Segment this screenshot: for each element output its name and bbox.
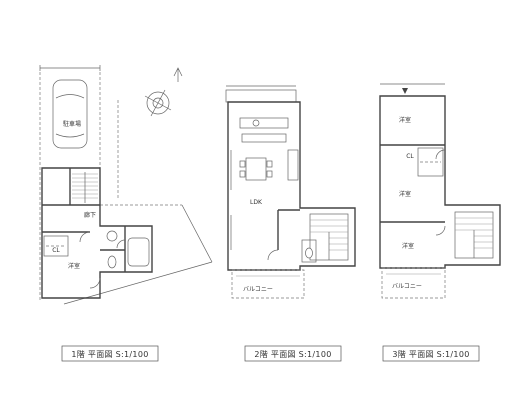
door-swing (435, 149, 446, 160)
floor-title-1f: 1階 平面図 S:1/100 (71, 349, 148, 359)
building-outline-3f (379, 95, 501, 269)
balcony-label-2f: バルコニー (243, 286, 273, 293)
sink (252, 119, 260, 127)
balcony-label-3f: バルコニー (392, 283, 422, 290)
storage-shelf (287, 149, 299, 181)
door-swing (435, 225, 446, 236)
balcony-3f (381, 267, 446, 299)
car-rear-window (55, 133, 85, 138)
balcony-2f (231, 269, 305, 299)
closet-label: CL (52, 247, 60, 254)
chair (239, 160, 246, 168)
dining-table (245, 157, 267, 181)
bathtub (127, 237, 150, 267)
compass-icon (144, 89, 172, 117)
title-block-1f: 1階 平面図 S:1/100 (61, 345, 159, 362)
closet-label-3f: CL (406, 153, 414, 160)
car-windshield (55, 94, 85, 99)
room-label-3f-top: 洋室 (399, 116, 411, 124)
car-outline (52, 79, 88, 149)
kitchen-counter (239, 117, 289, 129)
building-outline-1f (41, 167, 153, 299)
title-block-2f: 2階 平面図 S:1/100 (244, 345, 342, 362)
door-swing (116, 239, 126, 249)
toilet (107, 255, 117, 269)
room-label-3f-middle: 洋室 (399, 190, 411, 198)
staircase-3f (454, 211, 494, 259)
chair (266, 170, 273, 178)
toilet (305, 247, 313, 259)
top-marker-icon (402, 88, 408, 94)
floor-title-3f: 3階 平面図 S:1/100 (392, 349, 469, 359)
road-boundary-line (181, 204, 213, 263)
door-swing (89, 277, 101, 289)
staircase-1f (72, 172, 98, 203)
washbasin (106, 230, 118, 242)
staircase-2f (309, 213, 349, 261)
room-label-3f-bottom: 洋室 (402, 242, 414, 250)
door-swing (267, 249, 279, 261)
title-block-3f: 3階 平面図 S:1/100 (382, 345, 480, 362)
floor-title-2f: 2階 平面図 S:1/100 (254, 349, 331, 359)
closet-box-3f (417, 147, 444, 177)
road-boundary-line (63, 261, 213, 305)
parking-label: 駐車場 (63, 120, 81, 128)
room-label-1f: 洋室 (68, 262, 80, 270)
toilet-room-2f (301, 239, 317, 263)
kitchen-island (241, 133, 287, 143)
closet-box (43, 235, 69, 257)
bay-window-2f (225, 89, 297, 103)
floor-plan-2f: LDK バルコニー (225, 85, 356, 299)
hall-label: 廊下 (84, 211, 96, 219)
floor-plan-3f: 洋室 CL 洋室 洋室 バルコニー (379, 83, 501, 299)
chair (266, 160, 273, 168)
north-arrow-icon (173, 67, 183, 82)
chair (239, 170, 246, 178)
door-swing (79, 231, 91, 243)
floor-plan-1f: 駐車場 CL 洋室 廊下 (39, 65, 213, 305)
ldk-label: LDK (250, 199, 263, 206)
